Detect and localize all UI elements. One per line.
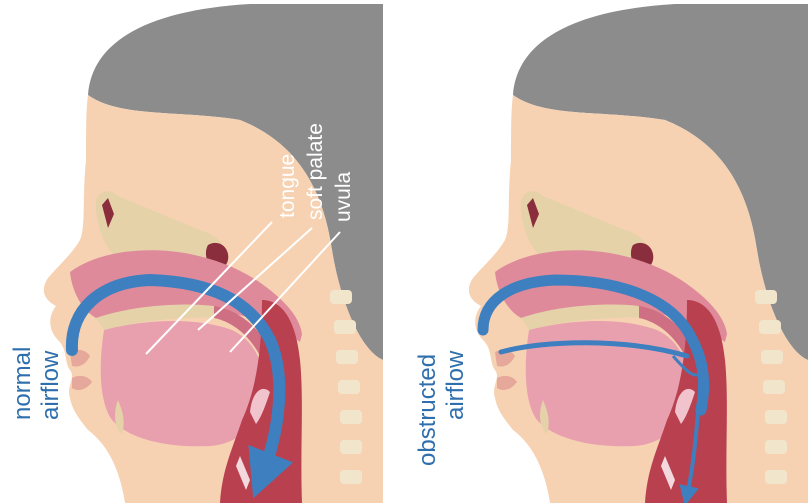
panel-normal: tongue soft palate uvula normal airflow — [9, 4, 383, 503]
obstructed-airflow-line2: airflow — [442, 350, 469, 420]
normal-airflow-line2: airflow — [37, 350, 64, 420]
obstructed-airflow-line1: obstructed — [414, 354, 441, 466]
tongue-label: tongue — [276, 154, 299, 218]
panel-obstructed: obstructed airflow — [414, 0, 808, 503]
soft-palate-label: soft palate — [304, 123, 327, 220]
normal-airflow-line1: normal — [9, 347, 36, 420]
uvula-label: uvula — [332, 171, 355, 222]
